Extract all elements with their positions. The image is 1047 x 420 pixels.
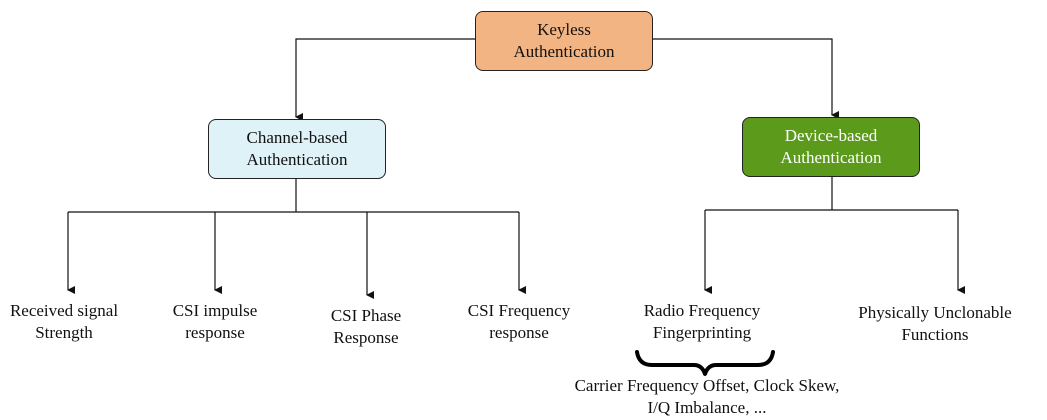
device-label-line1: Device-based <box>784 126 878 145</box>
device-label-line2: Authentication <box>780 148 882 167</box>
leaf-label-line1: CSI impulse <box>172 301 258 320</box>
radio-frequency-fingerprinting-leaf: Radio Frequency Fingerprinting <box>618 300 786 344</box>
csi-impulse-response-leaf: CSI impulse response <box>160 300 270 344</box>
leaf-label-line1: CSI Phase <box>330 306 402 325</box>
leaf-label-line1: Received signal <box>9 301 119 320</box>
leaf-label-line2: Response <box>333 328 399 347</box>
root-to-channel-arrow <box>295 38 475 121</box>
physically-unclonable-functions-leaf: Physically Unclonable Functions <box>850 302 1020 346</box>
channel-label-line2: Authentication <box>246 150 348 169</box>
rf-features-note: Carrier Frequency Offset, Clock Skew, I/… <box>548 375 866 419</box>
leaf-label-line1: Physically Unclonable <box>858 303 1012 322</box>
device-based-authentication-node: Device-based Authentication <box>742 117 920 177</box>
leaf-label-line2: response <box>489 323 549 342</box>
leaf-label-line2: response <box>185 323 245 342</box>
csi-phase-response-leaf: CSI Phase Response <box>316 305 416 349</box>
leaf-label-line2: Functions <box>901 325 969 344</box>
leaf-label-line1: CSI Frequency <box>467 301 571 320</box>
keyless-authentication-node: Keyless Authentication <box>475 11 653 71</box>
rf-features-line2: I/Q Imbalance, ... <box>647 398 767 417</box>
curly-brace <box>635 350 775 376</box>
root-to-device-arrow <box>653 38 839 119</box>
root-label-line2: Authentication <box>513 42 615 61</box>
leaf-label-line1: Radio Frequency <box>643 301 761 320</box>
rf-features-line1: Carrier Frequency Offset, Clock Skew, <box>574 376 840 395</box>
csi-frequency-response-leaf: CSI Frequency response <box>455 300 583 344</box>
leaf-label-line2: Strength <box>35 323 93 342</box>
leaf-label-line2: Fingerprinting <box>652 323 752 342</box>
channel-based-authentication-node: Channel-based Authentication <box>208 119 386 179</box>
channel-label-line1: Channel-based <box>246 128 348 147</box>
root-label-line1: Keyless <box>537 20 591 39</box>
received-signal-strength-leaf: Received signal Strength <box>0 300 128 344</box>
